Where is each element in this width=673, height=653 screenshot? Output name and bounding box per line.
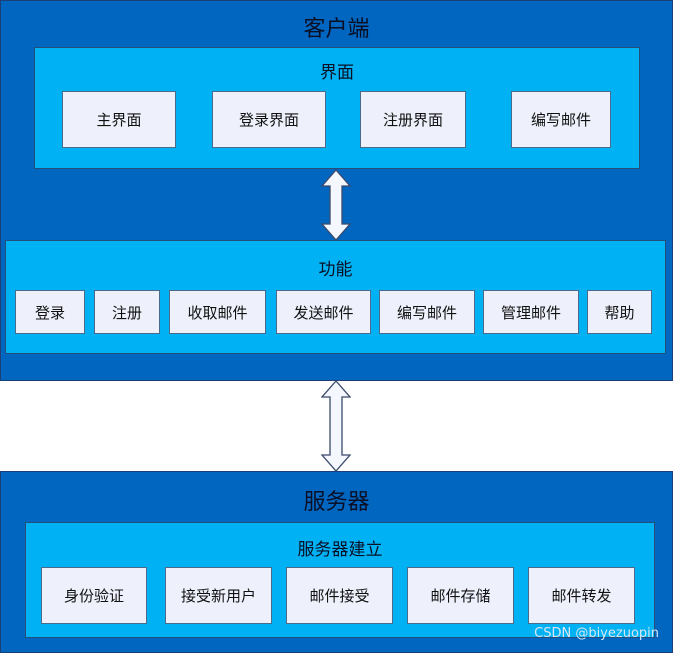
double-arrow-icon — [321, 380, 351, 472]
server-setup-title: 服务器建立 — [297, 540, 383, 560]
double-arrow-icon — [321, 169, 351, 241]
server-item-auth: 身份验证 — [41, 567, 147, 624]
function-item-register: 注册 — [94, 290, 160, 334]
client-title: 客户端 — [303, 17, 370, 42]
ui-item-login: 登录界面 — [212, 91, 326, 148]
function-item-manage-mail: 管理邮件 — [483, 290, 579, 334]
function-item-login: 登录 — [15, 290, 85, 334]
ui-item-compose: 编写邮件 — [511, 91, 611, 148]
watermark: CSDN @biyezuopin — [534, 626, 659, 641]
server-item-mail-storage: 邮件存储 — [407, 567, 514, 624]
server-item-mail-accept: 邮件接受 — [286, 567, 393, 624]
function-item-help: 帮助 — [587, 290, 652, 334]
server-item-accept-user: 接受新用户 — [165, 567, 272, 624]
function-item-send-mail: 发送邮件 — [276, 290, 371, 334]
server-title: 服务器 — [303, 490, 370, 515]
function-item-compose-mail: 编写邮件 — [379, 290, 475, 334]
functions-section-title: 功能 — [318, 260, 353, 280]
server-item-mail-forward: 邮件转发 — [528, 567, 635, 624]
function-item-receive-mail: 收取邮件 — [169, 290, 266, 334]
ui-section-title: 界面 — [320, 63, 354, 83]
ui-item-register: 注册界面 — [360, 91, 466, 148]
ui-item-main: 主界面 — [62, 91, 176, 148]
